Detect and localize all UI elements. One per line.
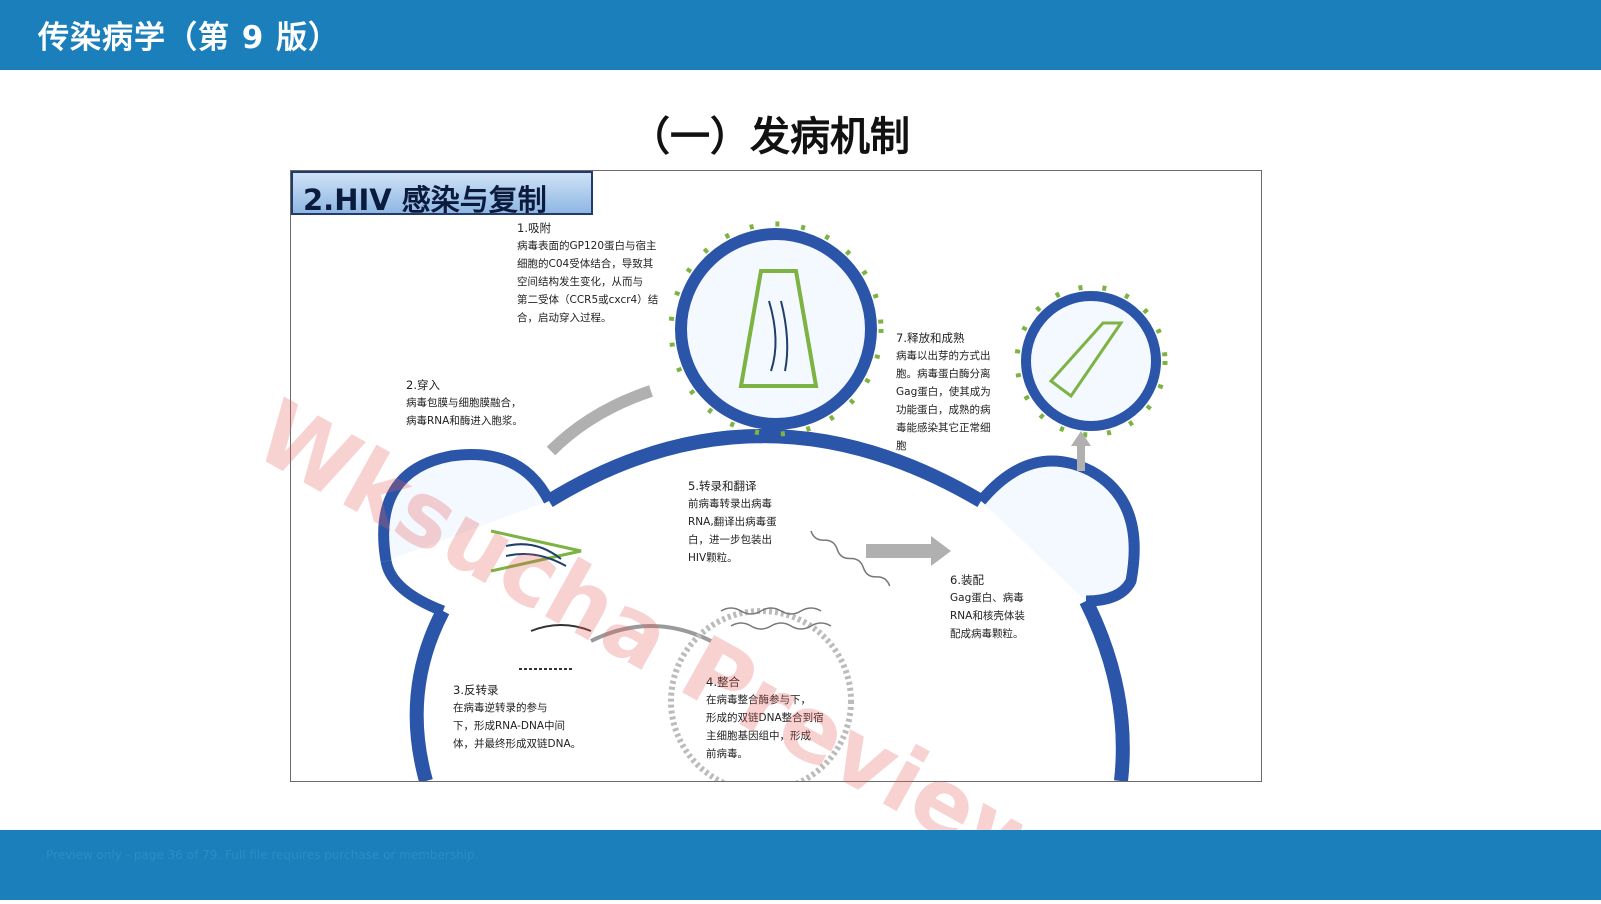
virus-attaching bbox=[668, 221, 884, 437]
figure-title-box: 2.HIV 感染与复制 bbox=[291, 171, 593, 217]
step-7-title: 7.释放和成熟 bbox=[896, 331, 965, 345]
step-6-title: 6.装配 bbox=[950, 573, 984, 587]
step-2-title: 2.穿入 bbox=[406, 378, 440, 392]
step-1-title: 1.吸附 bbox=[517, 221, 551, 235]
budding-bud bbox=[976, 455, 1140, 607]
virus-mature bbox=[1014, 284, 1168, 438]
figure-title: 2.HIV 感染与复制 bbox=[303, 183, 547, 217]
step-2: 2.穿入 病毒包膜与细胞膜融合，病毒RNA和酶进入胞浆。 bbox=[406, 378, 523, 427]
host-cell-membrane bbox=[409, 429, 1130, 781]
viral-rna bbox=[720, 607, 832, 630]
hiv-cycle-diagram bbox=[378, 221, 1168, 781]
step-4-title: 4.整合 bbox=[706, 675, 740, 689]
footer-note: Preview only - page 36 of 79. Full file … bbox=[46, 848, 479, 862]
arrow-attach bbox=[546, 385, 653, 456]
step-3-title: 3.反转录 bbox=[453, 683, 499, 697]
rna-dna-hybrid bbox=[530, 624, 592, 632]
step-3: 3.反转录 在病毒逆转录的参与下，形成RNA-DNA中间体，并最终形成双链DNA… bbox=[453, 683, 582, 750]
book-title: 传染病学（第 9 版） bbox=[38, 20, 341, 56]
slide-heading: （一）发病机制 bbox=[630, 114, 910, 160]
fusion-bud bbox=[378, 448, 582, 617]
step-4: 4.整合 在病毒整合酶参与下，形成的双链DNA整合到宿主细胞基因组中，形成前病毒… bbox=[706, 675, 824, 760]
header-bar: 传染病学（第 9 版） bbox=[0, 0, 1601, 70]
host-genome bbox=[668, 608, 854, 781]
hiv-figure: 2.HIV 感染与复制 1.吸附 病毒表面的GP120蛋白与宿主细胞的C04受体… bbox=[290, 170, 1262, 782]
step-1: 1.吸附 病毒表面的GP120蛋白与宿主细胞的C04受体结合，导致其空间结构发生… bbox=[517, 221, 659, 324]
step-5-title: 5.转录和翻译 bbox=[688, 479, 757, 493]
footer-bar: Preview only - page 36 of 79. Full file … bbox=[0, 830, 1601, 900]
